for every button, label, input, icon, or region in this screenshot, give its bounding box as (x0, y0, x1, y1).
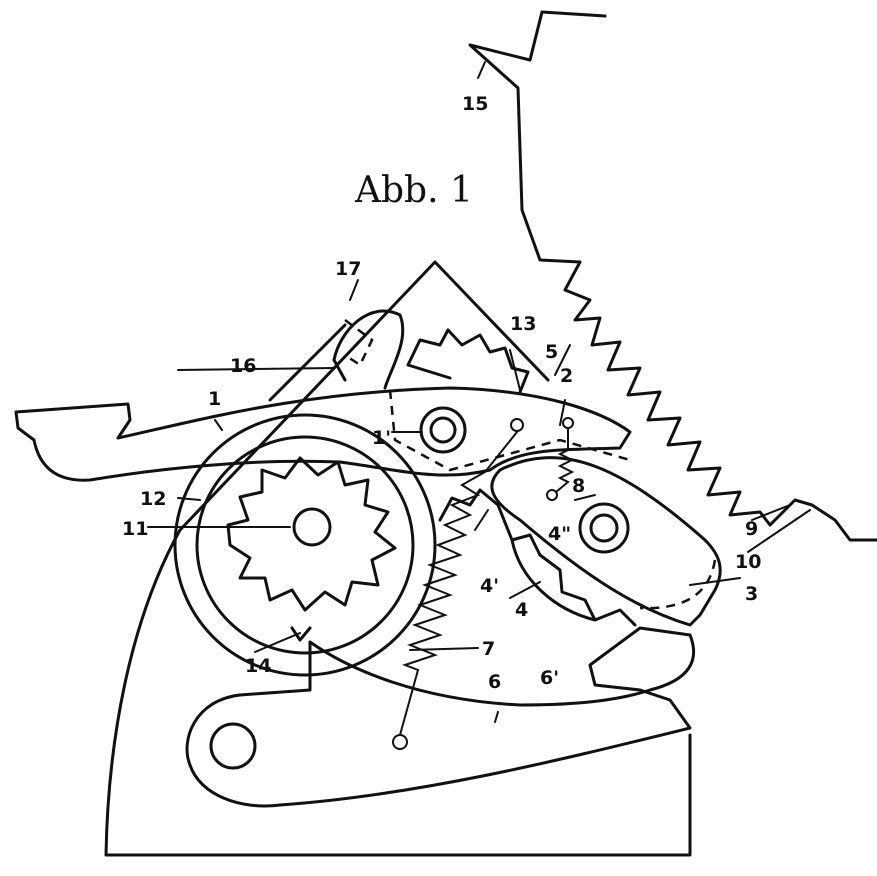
dashed-guide-17 (344, 318, 631, 472)
label-6p: 6' (540, 667, 559, 689)
figure-title: Abb. 1 (354, 170, 473, 211)
toothed-rack-15 (468, 10, 877, 542)
label-8: 8 (572, 475, 585, 497)
hub-11 (292, 507, 332, 547)
label-14: 14 (245, 655, 271, 677)
label-17: 17 (335, 258, 361, 280)
label-11: 11 (122, 518, 148, 540)
label-4: 4 (515, 599, 528, 621)
label-15: 15 (462, 93, 488, 115)
label-9: 9 (745, 518, 758, 540)
pivot-1p-inner (429, 416, 457, 444)
spring-pin-8-bottom (546, 489, 558, 501)
lever-6 (185, 626, 696, 808)
rocker-plate-16 (268, 309, 405, 402)
sector-gear-13 (406, 328, 530, 394)
label-4p: 4' (480, 575, 499, 597)
pivot-4pp-outer (578, 502, 630, 554)
gear-4 (438, 488, 637, 627)
label-1: 1 (208, 388, 221, 410)
label-16: 16 (230, 355, 256, 377)
label-12: 12 (140, 488, 166, 510)
label-1p: 1' (372, 427, 391, 449)
label-2: 2 (560, 365, 573, 387)
dashed-arc-3 (639, 559, 717, 610)
pivot-4pp-inner (589, 513, 619, 543)
label-4pp: 4" (548, 523, 571, 545)
spring-7 (399, 431, 518, 736)
spring-8 (555, 427, 575, 493)
lever-1 (14, 386, 632, 482)
eye-6 (209, 722, 257, 770)
label-6: 6 (488, 671, 501, 693)
leader-lines (147, 61, 811, 723)
label-3: 3 (745, 583, 758, 605)
notch-14 (290, 626, 312, 642)
label-5: 5 (545, 341, 558, 363)
pin-2 (510, 418, 524, 432)
gear-11-teeth (226, 456, 397, 612)
label-13: 13 (510, 313, 536, 335)
wheel-12-outer (173, 413, 437, 677)
label-7: 7 (482, 638, 495, 660)
spring-pin-8-top (562, 417, 574, 429)
spring-anchor-7 (392, 734, 408, 750)
label-10: 10 (735, 551, 761, 573)
pawl-arm-3 (490, 456, 722, 627)
pivot-1p-outer (419, 406, 467, 454)
wheel-12-inner (195, 435, 415, 655)
